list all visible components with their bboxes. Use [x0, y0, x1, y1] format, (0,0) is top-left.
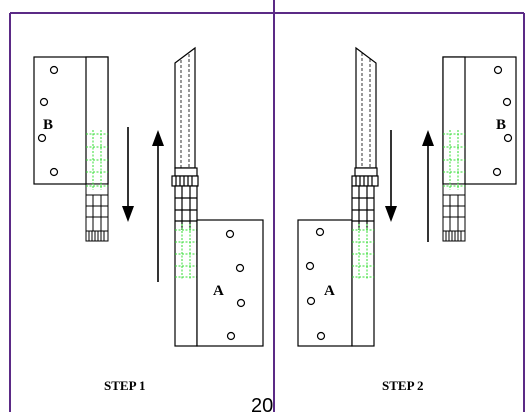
page-number: 20: [251, 395, 273, 412]
frame: [9, 0, 525, 412]
step2-b-barrel: [442, 183, 466, 242]
step2-leaf-b-label: B: [496, 117, 506, 133]
step2-down-arrow: [385, 130, 397, 222]
step1-up-arrow: [152, 130, 164, 282]
step1-leaf-b-label: B: [43, 117, 53, 133]
step1-leaf-a-label: A: [213, 283, 224, 299]
step1-pin: [171, 46, 199, 347]
step1-panel: B: [33, 46, 264, 393]
step2-up-arrow: [422, 130, 434, 242]
step2-panel: A: [297, 46, 517, 393]
step1-a-markings: [175, 224, 197, 280]
step2-a-markings: [352, 224, 374, 280]
step1-b-barrel: [85, 183, 109, 242]
step1-b-markings: [86, 130, 108, 190]
step2-leaf-a-label: A: [324, 283, 335, 299]
step2-label: STEP 2: [382, 378, 424, 393]
step2-leaf-b: [442, 56, 517, 185]
step2-pin: [351, 46, 379, 347]
step1-leaf-a: [196, 219, 264, 347]
step1-label: STEP 1: [104, 378, 146, 393]
step1-down-arrow: [122, 127, 134, 222]
step2-b-markings: [443, 130, 465, 190]
